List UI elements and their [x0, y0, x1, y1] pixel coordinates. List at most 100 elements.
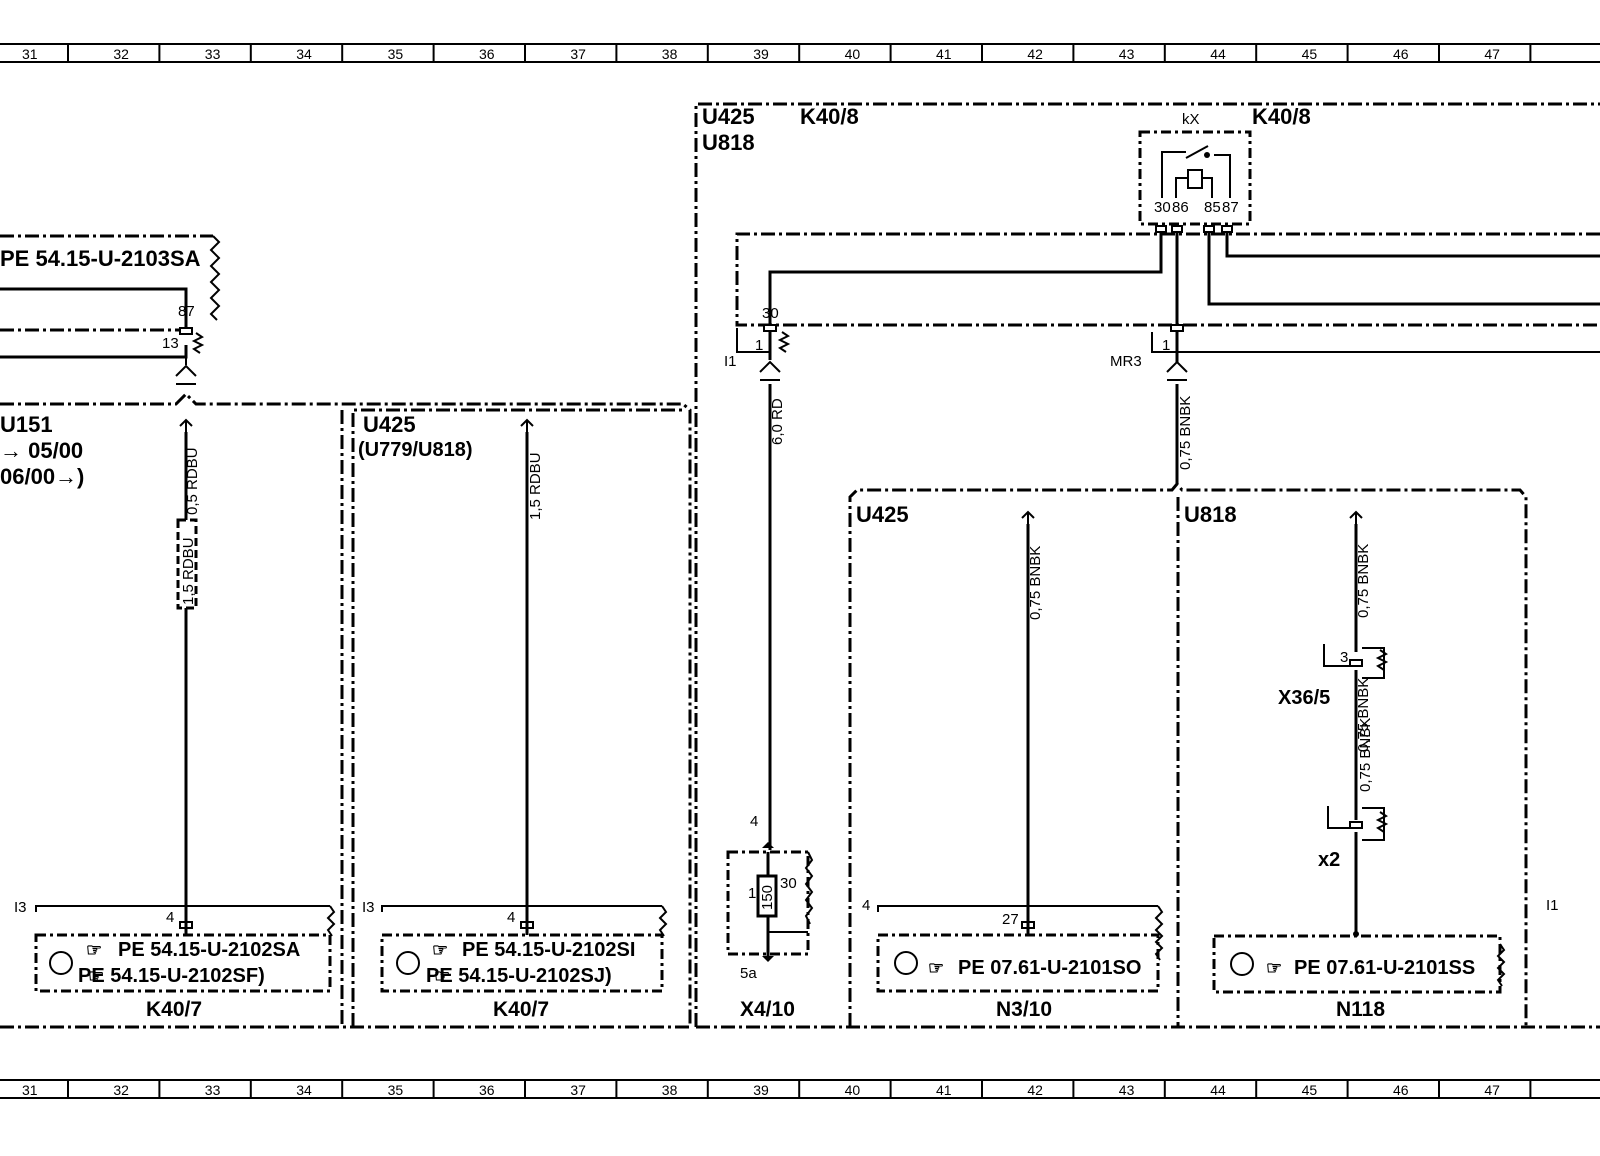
sub-right-code: U818 — [1184, 502, 1237, 527]
wire-4-label: 0,75 BNBK — [1177, 396, 1194, 470]
transistor-icon — [1230, 952, 1254, 976]
relay-wiring-box: 30 1 I1 1 MR3 — [724, 232, 1600, 381]
x4-10-pin-bottom: 5a — [740, 965, 757, 982]
x4-10-pin30: 30 — [780, 875, 797, 892]
n3-10-pin: 27 — [1002, 911, 1019, 928]
ruler-label: 37 — [570, 46, 586, 62]
relay-name: K40/8 — [1252, 104, 1311, 129]
ruler-label: 41 — [936, 1082, 952, 1098]
reference-hand-icon: ☞ — [928, 958, 944, 978]
x2-name: x2 — [1318, 849, 1340, 871]
relay-k40-8: kX K40/8 30 86 85 87 — [1138, 104, 1311, 233]
ruler-label: 45 — [1302, 46, 1318, 62]
ruler-label: 34 — [296, 1082, 312, 1098]
wire-6b-label: 0,75 BNBK — [1355, 678, 1372, 752]
ruler-label: 35 — [388, 1082, 404, 1098]
wire-6a-label: 0,75 BNBK — [1355, 544, 1372, 618]
k40-7-a-name: K40/7 — [146, 998, 202, 1021]
wire-3-label: 6,0 RD — [769, 398, 786, 445]
ruler-label: 37 — [570, 1082, 586, 1098]
left-top-box: PE 54.15-U-2103SA 87 13 — [0, 234, 221, 385]
right-group-frame: U425 U818 K40/8 — [694, 102, 1600, 1029]
ruler-label: 42 — [1027, 46, 1043, 62]
component-n3-10: 4 27 PE 07.61-U-2101SO N3/10 — [862, 897, 1164, 1021]
ruler-label: 31 — [22, 46, 38, 62]
relay-pin-30: 30 — [1154, 199, 1171, 216]
transistor-icon — [894, 951, 918, 975]
k40-7-a-label-i: I3 — [14, 899, 27, 916]
pin-30-label: 30 — [762, 305, 779, 322]
left-group-date1: → 05/00 — [0, 438, 83, 463]
wire-1b-label: 1,5 RDBU — [180, 537, 197, 605]
reference-hand-icon: ☞ — [432, 940, 448, 960]
k40-7-b-pin: 4 — [507, 909, 515, 926]
pin-13-label: 13 — [162, 335, 179, 352]
ruler-label: 39 — [753, 46, 769, 62]
ruler-label: 47 — [1484, 1082, 1500, 1098]
x4-10-pin-top: 4 — [750, 813, 758, 830]
ruler-label: 47 — [1484, 46, 1500, 62]
relay-pin-87: 87 — [1222, 199, 1239, 216]
x4-10-pin-side: 1 — [748, 885, 756, 902]
wire-6: 0,75 BNBK 3 X36/5 0,75 BNBK 0,75 BNBK x2 — [1278, 510, 1389, 937]
left-group-code: U151 — [0, 412, 53, 437]
left-group-frame: U151 → 05/00 06/00→) — [0, 391, 692, 1029]
wire-6c-label: 0,75 BNBK — [1357, 718, 1374, 792]
k40-7-b-name: K40/7 — [493, 998, 549, 1021]
ruler-label: 38 — [662, 1082, 678, 1098]
ruler-label: 43 — [1119, 46, 1135, 62]
x36-5-name: X36/5 — [1278, 687, 1330, 709]
ruler-label: 44 — [1210, 46, 1226, 62]
n118-ref: PE 07.61-U-2101SS — [1294, 957, 1475, 979]
reference-icons: ☞ ☞ ☞ ☞ ☞ ☞ — [86, 940, 1282, 986]
right-top-code2: U818 — [702, 130, 755, 155]
wire-4: 0,75 BNBK U425 U818 — [848, 384, 1528, 1027]
ruler-label: 46 — [1393, 1082, 1409, 1098]
wire-1: 0,5 RDBU 1,5 RDBU — [176, 418, 201, 910]
component-x4-10: 4 1 150 30 5a X4/10 — [726, 813, 814, 1021]
relay-label: kX — [1182, 111, 1200, 128]
wire-3: 6,0 RD — [768, 384, 786, 850]
left-top-ref: PE 54.15-U-2103SA — [0, 246, 201, 271]
reference-hand-icon: ☞ — [434, 966, 450, 986]
n3-10-name: N3/10 — [996, 998, 1052, 1021]
ruler-label: 39 — [753, 1082, 769, 1098]
x36-5-pin: 3 — [1340, 649, 1348, 666]
ruler-label: 38 — [662, 46, 678, 62]
n118-right-edge-label: I1 — [1546, 897, 1559, 914]
relay-pin-85: 85 — [1204, 199, 1221, 216]
pin-1-left: 1 — [755, 337, 763, 354]
reference-hand-icon: ☞ — [88, 966, 104, 986]
ruler-label: 45 — [1302, 1082, 1318, 1098]
k40-7-a-ref2: PE 54.15-U-2102SF) — [78, 965, 265, 987]
ruler-label: 32 — [113, 46, 129, 62]
mid-group-codes: (U779/U818) — [358, 439, 473, 461]
sub-left-code: U425 — [856, 502, 909, 527]
ruler-label: 40 — [845, 46, 861, 62]
ruler-label: 42 — [1027, 1082, 1043, 1098]
k40-7-b-ref2: PE 54.15-U-2102SJ) — [426, 965, 612, 987]
relay-pin-86: 86 — [1172, 199, 1189, 216]
transistor-icon — [49, 951, 73, 975]
k40-7-b-ref1: PE 54.15-U-2102SI — [462, 939, 635, 961]
pin-1-right: 1 — [1162, 337, 1170, 354]
ruler-label: 33 — [205, 1082, 221, 1098]
ruler-label: 40 — [845, 1082, 861, 1098]
x4-10-rating: 150 — [759, 885, 776, 910]
ruler-label: 34 — [296, 46, 312, 62]
reference-hand-icon: ☞ — [86, 940, 102, 960]
k40-7-b-label-i: I3 — [362, 899, 375, 916]
wire-2-label: 1,5 RDBU — [527, 452, 544, 520]
left-group-date2: 06/00→) — [0, 464, 84, 489]
transistor-icon — [396, 951, 420, 975]
mid-group: U425 (U779/U818) 1,5 RDBU — [351, 408, 683, 1027]
k40-7-a-pin: 4 — [166, 909, 174, 926]
mid-group-code: U425 — [363, 412, 416, 437]
ruler-label: 32 — [113, 1082, 129, 1098]
n3-10-ref: PE 07.61-U-2101SO — [958, 957, 1141, 979]
component-k40-7-b: I3 4 PE 54.15-U-2102SI PE 54.15-U-2102SJ… — [362, 899, 668, 1021]
n118-name: N118 — [1336, 998, 1385, 1021]
right-top-relay: K40/8 — [800, 104, 859, 129]
